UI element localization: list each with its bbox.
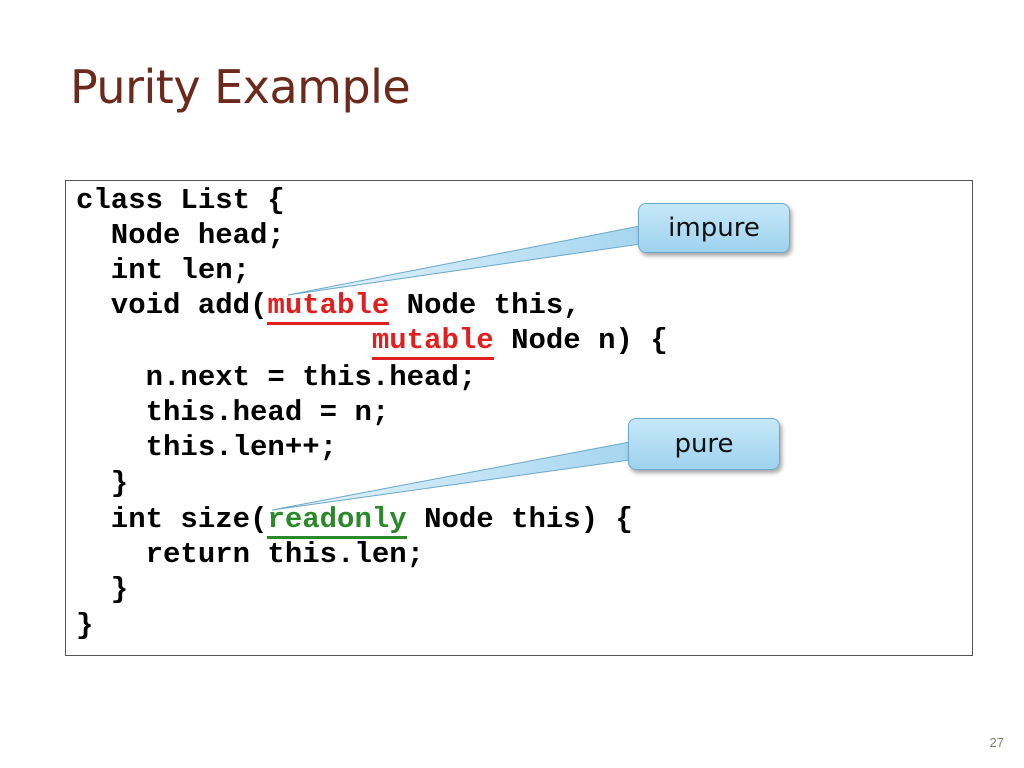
code-text: void add( — [76, 289, 268, 322]
code-line-11: return this.len; — [76, 538, 425, 571]
code-line-7: this.head = n; — [76, 396, 390, 429]
readonly-keyword: readonly — [267, 503, 407, 539]
code-text: Node this, — [389, 289, 581, 322]
code-text: Node n) { — [493, 324, 668, 357]
mutable-keyword: mutable — [371, 324, 494, 360]
code-text: Node this) { — [406, 503, 633, 536]
code-line-3: int len; — [76, 254, 251, 287]
code-line-12: } — [76, 573, 129, 606]
code-line-8: this.len++; — [76, 431, 338, 464]
code-line-9: } — [76, 467, 129, 500]
code-line-4: void add(mutable Node this, — [76, 288, 581, 325]
impure-callout: impure — [638, 203, 790, 253]
slide-title: Purity Example — [70, 60, 411, 114]
mutable-keyword: mutable — [267, 289, 390, 325]
code-line-2: Node head; — [76, 219, 285, 252]
code-line-13: } — [76, 609, 94, 642]
code-line-5: mutable Node n) { — [76, 323, 668, 360]
slide-number: 27 — [989, 735, 1004, 750]
code-text: int size( — [76, 503, 268, 536]
code-line-1: class List { — [76, 184, 285, 217]
code-line-10: int size(readonly Node this) { — [76, 502, 633, 539]
code-text — [76, 324, 372, 357]
code-line-6: n.next = this.head; — [76, 361, 477, 394]
pure-callout: pure — [628, 418, 780, 470]
